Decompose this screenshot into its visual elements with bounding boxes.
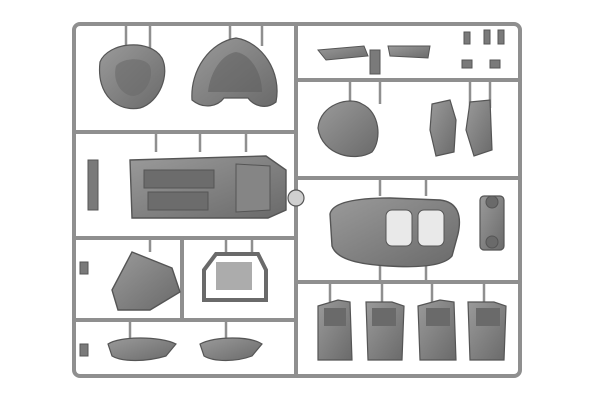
- part-fender-left: [98, 44, 166, 110]
- part-car-body: [329, 197, 461, 268]
- part-chassis-floor: [129, 155, 287, 219]
- part-door: [317, 299, 353, 361]
- part-door: [467, 301, 507, 361]
- part-grille-frame: [202, 252, 268, 302]
- part-fender-wings: [191, 37, 278, 107]
- part-knob: [287, 189, 305, 207]
- part-running-board: [199, 337, 263, 362]
- part-door: [365, 301, 405, 361]
- part-engine-block: [479, 195, 505, 251]
- part-running-board: [107, 337, 177, 362]
- sprue-gates: [124, 24, 492, 340]
- part-small-plate: [87, 159, 99, 211]
- part-nose-cone: [111, 251, 181, 311]
- part-hood-pieces: [317, 99, 493, 158]
- sprue-frame: [72, 22, 522, 378]
- part-door: [417, 299, 457, 361]
- part-bumper-brackets: [317, 45, 431, 75]
- part-small-pins: [461, 29, 505, 69]
- part-small-tab: [79, 261, 89, 357]
